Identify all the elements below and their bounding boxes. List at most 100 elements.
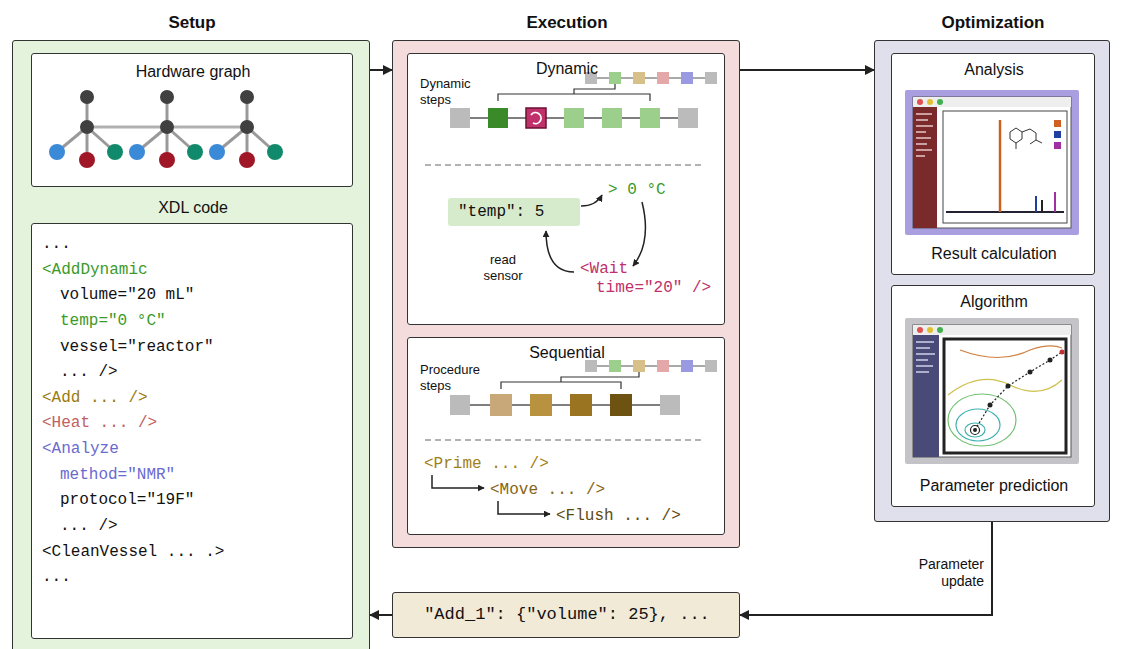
illustration-shape — [570, 394, 592, 416]
text-slot: ... /> — [60, 362, 118, 382]
sequential-box: SequentialProcedure steps <Prime ... /> <M… — [407, 337, 725, 535]
algorithm-box: AlgorithmParameter prediction — [891, 285, 1095, 507]
box-title: Analysis — [964, 60, 1024, 79]
illustration-shape — [425, 164, 705, 166]
box-title: Dynamic — [536, 59, 598, 78]
hardware-graph-box: Hardware graph — [31, 53, 353, 187]
panel-title: Execution — [526, 13, 607, 33]
illustration-shape — [678, 108, 698, 128]
illustration-shape — [432, 475, 484, 488]
code-line: <Heat ... /> — [42, 414, 157, 433]
code-line: <CleanVessel ... .> — [42, 543, 224, 562]
node-fill — [392, 40, 740, 548]
flow-arrow — [370, 614, 392, 616]
illustration-shape — [526, 108, 546, 128]
text-slot: Result calculation — [892, 244, 1096, 263]
loop-label: read sensor — [472, 252, 534, 283]
illustration-shape — [602, 108, 622, 128]
code-line: <Wait time="20" /> — [580, 260, 720, 298]
illustration-shape — [917, 99, 923, 105]
illustration-shape — [609, 72, 621, 84]
text-slot: ... — [42, 567, 71, 587]
execution-panel: "temp": 5DynamicDynamic steps> 0 °Cread … — [392, 40, 740, 548]
illustration-shape — [450, 108, 470, 128]
text-slot: <Move ... /> — [490, 480, 605, 500]
text-slot: Execution — [393, 13, 741, 33]
illustration-shape — [546, 231, 574, 272]
illustration-shape — [610, 394, 632, 416]
box-caption: Result calculation — [931, 244, 1056, 263]
node-fill — [891, 285, 1095, 507]
text-slot: protocol="19F" — [60, 490, 194, 510]
node-fill — [392, 592, 740, 638]
node-fill — [891, 53, 1095, 275]
illustration-shape — [501, 372, 639, 389]
box-title: Hardware graph — [136, 62, 251, 81]
code-line: protocol="19F" — [60, 491, 194, 510]
optimization-panel: AnalysisResult calculationAlgorithmParam… — [874, 40, 1110, 522]
code-line: <Flush ... /> — [556, 507, 681, 526]
illustration-shape — [943, 111, 1067, 223]
text-slot: <Heat ... /> — [42, 413, 157, 433]
step-label: Procedure steps — [420, 362, 492, 393]
illustration-shape — [660, 395, 680, 415]
illustration-shape — [937, 327, 943, 333]
box-title: XDL code — [158, 198, 228, 217]
code-line: "Add_1": {"volume": 25}, ... — [424, 605, 710, 625]
code-line: method="NMR" — [60, 466, 175, 485]
code-line: volume="20 mL" — [60, 286, 194, 305]
illustration-shape — [530, 394, 552, 416]
illustration-shape — [633, 202, 645, 266]
code-line: ... — [42, 568, 71, 587]
text-slot: <CleanVessel ... .> — [42, 542, 224, 562]
step-label: Dynamic steps — [420, 76, 480, 107]
node-fill — [407, 53, 725, 325]
illustration-shape — [913, 97, 1071, 228]
illustration-shape — [913, 335, 939, 457]
text-slot: Sequential — [408, 343, 726, 362]
illustration-shape — [49, 90, 123, 168]
illustration-shape — [681, 360, 693, 372]
illustration-shape — [927, 99, 933, 105]
illustration-shape — [581, 195, 602, 206]
illustration-shape — [1054, 192, 1056, 212]
illustration-shape — [1006, 384, 1011, 389]
illustration-shape — [498, 501, 550, 514]
illustration-shape — [944, 339, 1066, 453]
illustration-shape — [1054, 142, 1061, 149]
flow-arrow — [740, 522, 992, 615]
illustration-shape — [1010, 128, 1042, 149]
node-fill — [31, 53, 353, 187]
code-line: vessel="reactor" — [60, 338, 214, 357]
illustration-shape — [913, 107, 937, 228]
code-line: <Analyze — [42, 440, 119, 459]
text-slot: Dynamic steps — [420, 76, 480, 108]
text-slot: XDL code — [32, 198, 354, 217]
text-slot: ... — [42, 234, 71, 254]
text-slot: Parameter prediction — [892, 476, 1096, 495]
text-slot: "Add_1": {"volume": 25}, ... — [393, 605, 741, 625]
illustration-shape — [916, 114, 933, 156]
illustration-shape — [705, 72, 717, 84]
illustration-shape — [946, 211, 1064, 213]
text-slot: Analysis — [892, 60, 1096, 79]
code-line: "temp": 5 — [458, 203, 544, 222]
node-fill — [407, 337, 725, 535]
illustration-shape — [913, 325, 1071, 335]
text-slot: Algorithm — [892, 292, 1096, 311]
illustration-shape — [640, 108, 660, 128]
text-slot: <AddDynamic — [42, 260, 148, 280]
code-line: ... — [42, 235, 71, 254]
illustration-shape — [1035, 196, 1037, 212]
illustration-shape — [1054, 120, 1061, 127]
code-line: ... /> — [60, 363, 118, 382]
box-title: Sequential — [529, 343, 605, 362]
dynamic-box: "temp": 5DynamicDynamic steps> 0 °Cread … — [407, 53, 725, 325]
illustration-shape — [999, 120, 1002, 212]
illustration-shape — [209, 90, 283, 168]
text-slot: <Prime ... /> — [424, 454, 549, 474]
code-line: <AddDynamic — [42, 261, 148, 280]
text-slot: Procedure steps — [420, 362, 492, 394]
illustration-shape — [965, 423, 985, 437]
illustration-shape — [973, 428, 977, 432]
